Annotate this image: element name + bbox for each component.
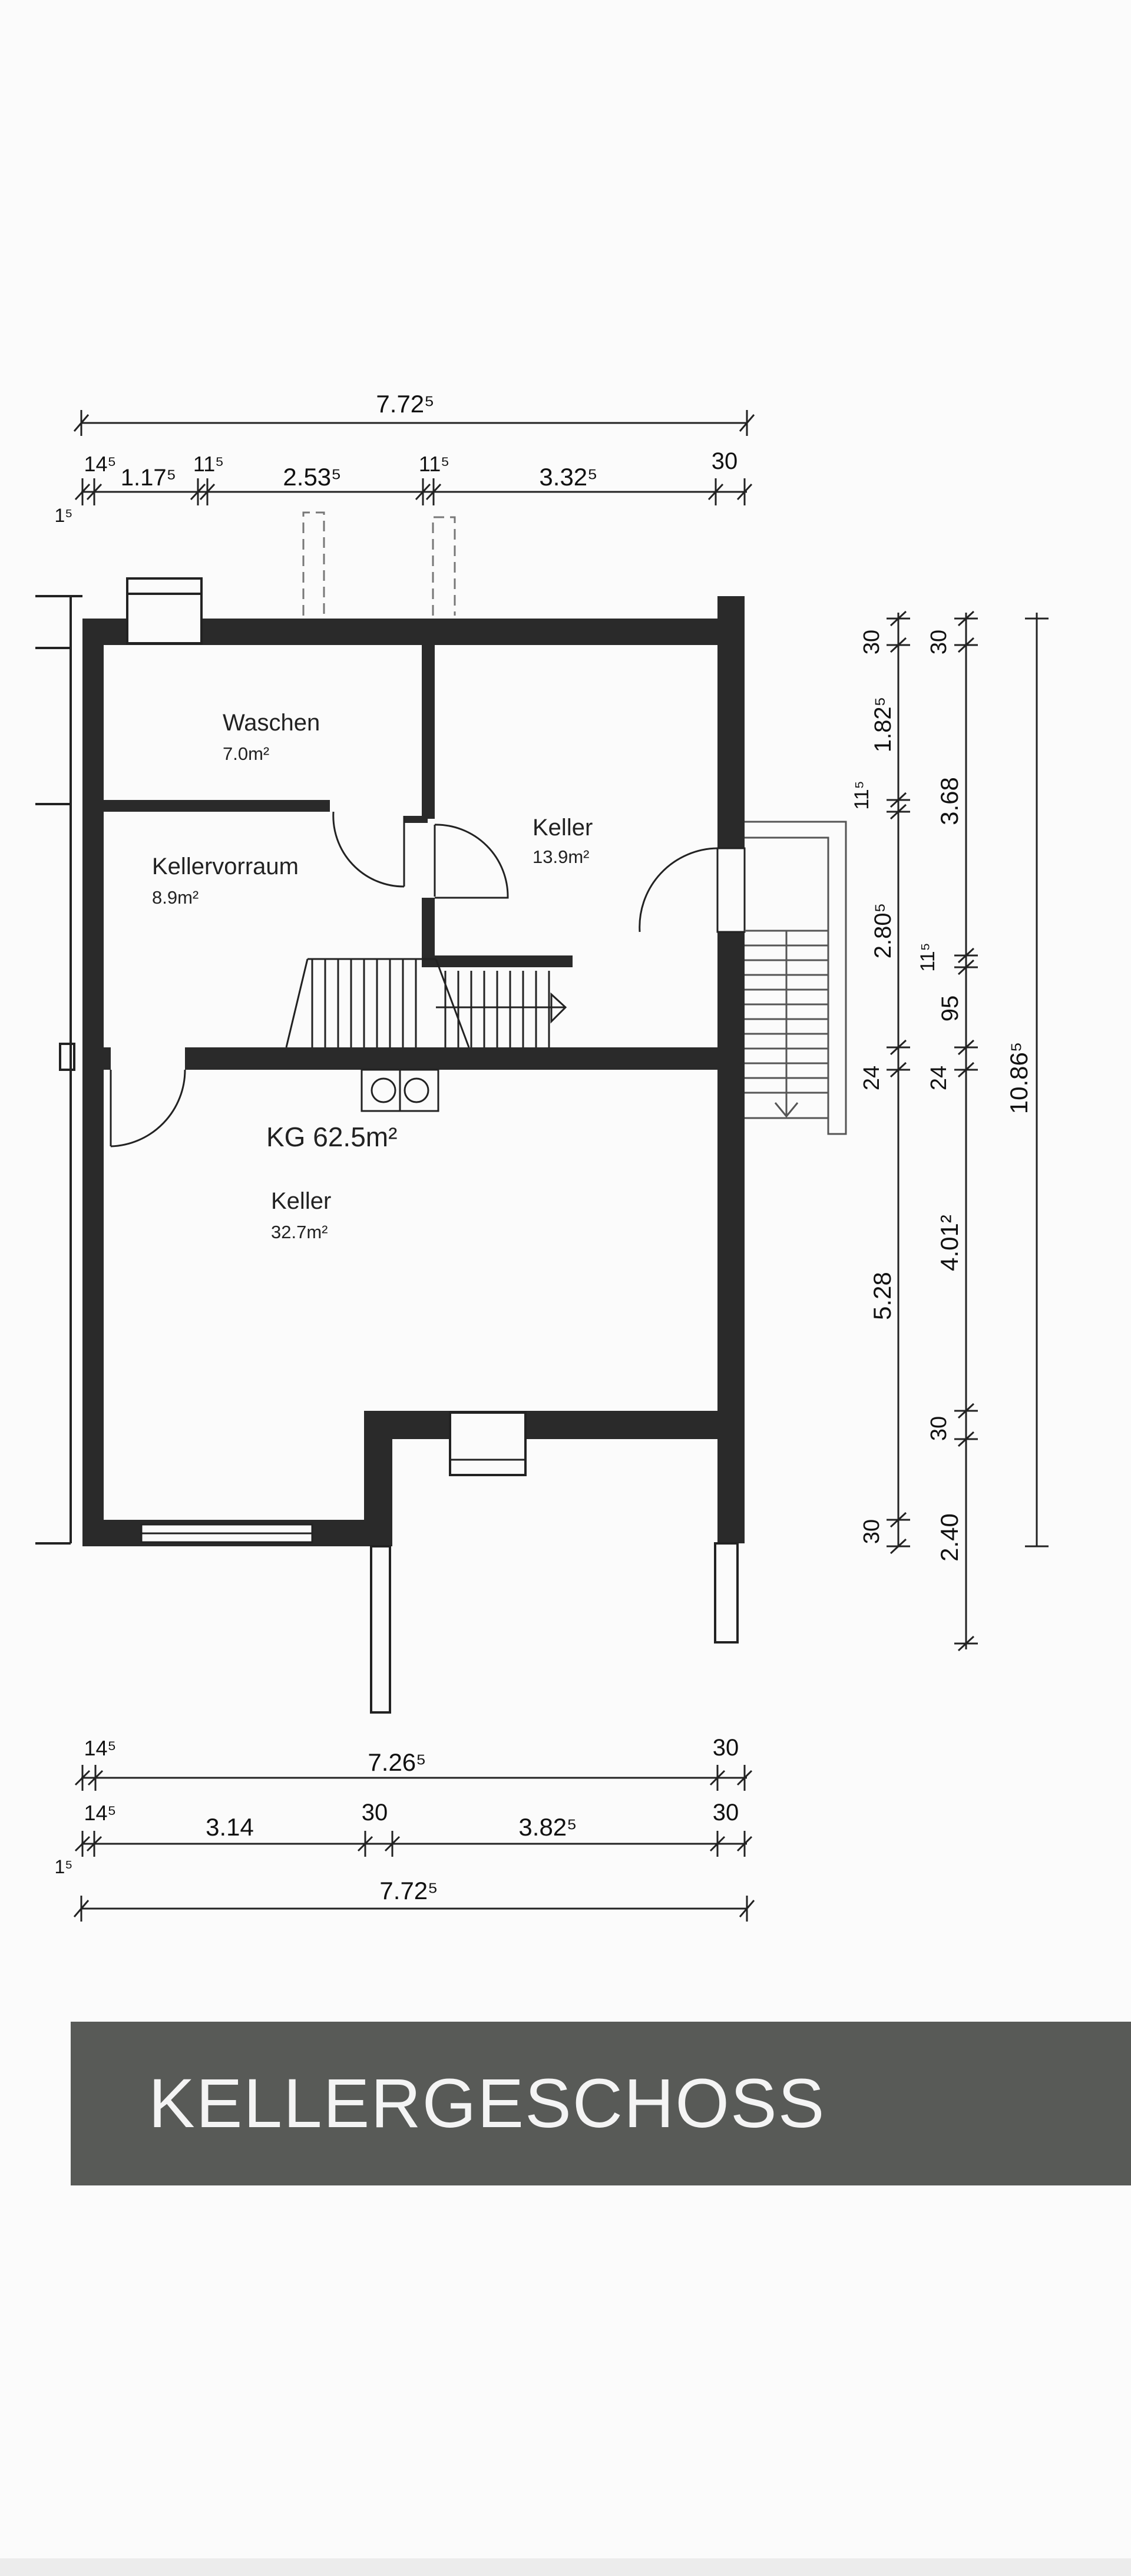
exterior-stair <box>745 821 847 1135</box>
boiler-symbol <box>361 1069 439 1112</box>
dim-right-c1-2: 1.82⁵ <box>870 697 896 752</box>
room-area-keller-small: 13.9m² <box>533 846 589 867</box>
dim-bottom-r2-4: 30 <box>362 1800 388 1826</box>
dim-right-c1-3: 11⁵ <box>851 781 873 809</box>
adjacent-building <box>35 595 82 1545</box>
floor-title-banner: KELLERGESCHOSS <box>71 2022 1131 2185</box>
floor-plan: 7.72⁵ 1⁵ 14⁵ 1.17⁵ 11⁵ 2.53⁵ 11⁵ 3.32⁵ 3… <box>35 390 1049 1922</box>
dim-right-c2-1: 30 <box>927 630 951 654</box>
room-area-keller-large: 32.7m² <box>271 1222 328 1242</box>
dim-right-c2-3: 11⁵ <box>917 943 939 971</box>
dashed-shafts <box>302 511 456 616</box>
dim-top-seg-5: 2.53⁵ <box>283 463 341 491</box>
dim-right-c2-6: 4.01² <box>935 1215 963 1271</box>
dim-bottom-r2-2: 14⁵ <box>84 1801 117 1825</box>
dim-top-overall: 7.72⁵ <box>376 390 434 418</box>
dim-right-c2-5: 24 <box>927 1066 951 1090</box>
dim-right-c2-8: 2.40 <box>935 1513 963 1562</box>
dim-top-seg-6: 11⁵ <box>419 452 449 476</box>
interior-stair <box>285 958 567 1048</box>
dim-top-seg-1: 1⁵ <box>54 505 72 526</box>
dim-bottom-overall: 7.72⁵ <box>379 1877 438 1904</box>
exterior-door <box>716 847 746 933</box>
dim-top-seg-2: 14⁵ <box>84 452 117 476</box>
floor-area-total: KG 62.5m² <box>266 1122 397 1152</box>
room-area-waschen: 7.0m² <box>223 743 269 764</box>
top-dimensions <box>73 410 755 505</box>
exterior-walls <box>82 596 745 1546</box>
floor-title: KELLERGESCHOSS <box>148 2065 826 2142</box>
dim-right-c1-1: 30 <box>859 630 884 654</box>
bottom-strip <box>0 2558 1131 2576</box>
room-area-kellervorraum: 8.9m² <box>152 887 199 908</box>
wall-stubs <box>370 1542 739 1714</box>
doors <box>110 811 719 1148</box>
interior-walls <box>82 619 745 1070</box>
dim-right-c2-7: 30 <box>927 1416 951 1441</box>
dim-bottom-r2-5: 3.82⁵ <box>518 1813 577 1841</box>
dim-right-c1-4: 2.80⁵ <box>870 903 896 958</box>
dim-bottom-r1-1: 14⁵ <box>84 1736 117 1760</box>
right-dimension-labels: 30 1.82⁵ 11⁵ 2.80⁵ 24 5.28 30 30 3.68 11… <box>851 630 1033 1562</box>
room-name-kellervorraum: Kellervorraum <box>152 854 299 879</box>
dim-bottom-r2-3: 3.14 <box>206 1813 254 1841</box>
dim-bottom-r1-2: 7.26⁵ <box>368 1748 426 1776</box>
dim-right-c1-6: 5.28 <box>868 1272 896 1320</box>
dim-right-c1-7: 30 <box>859 1519 884 1544</box>
dim-right-c2-2: 3.68 <box>935 777 963 825</box>
right-dimensions <box>887 610 1049 1652</box>
dim-top-seg-4: 11⁵ <box>193 452 224 476</box>
dim-right-c2-4: 95 <box>937 996 963 1022</box>
dim-top-seg-8: 30 <box>712 448 738 474</box>
room-name-keller-large: Keller <box>271 1188 331 1214</box>
dim-bottom-r1-3: 30 <box>713 1735 739 1761</box>
dim-top-seg-3: 1.17⁵ <box>121 465 176 491</box>
windows <box>126 577 527 1543</box>
dim-right-c3-1: 10.86⁵ <box>1005 1042 1033 1115</box>
dim-bottom-r2-6: 30 <box>713 1800 739 1826</box>
room-name-waschen: Waschen <box>223 710 320 736</box>
dim-right-c1-5: 24 <box>859 1066 884 1090</box>
bottom-dimensions <box>73 1765 755 1922</box>
dim-bottom-r2-1: 1⁵ <box>54 1856 72 1877</box>
room-name-keller-small: Keller <box>533 815 593 841</box>
dim-top-seg-7: 3.32⁵ <box>539 463 597 491</box>
